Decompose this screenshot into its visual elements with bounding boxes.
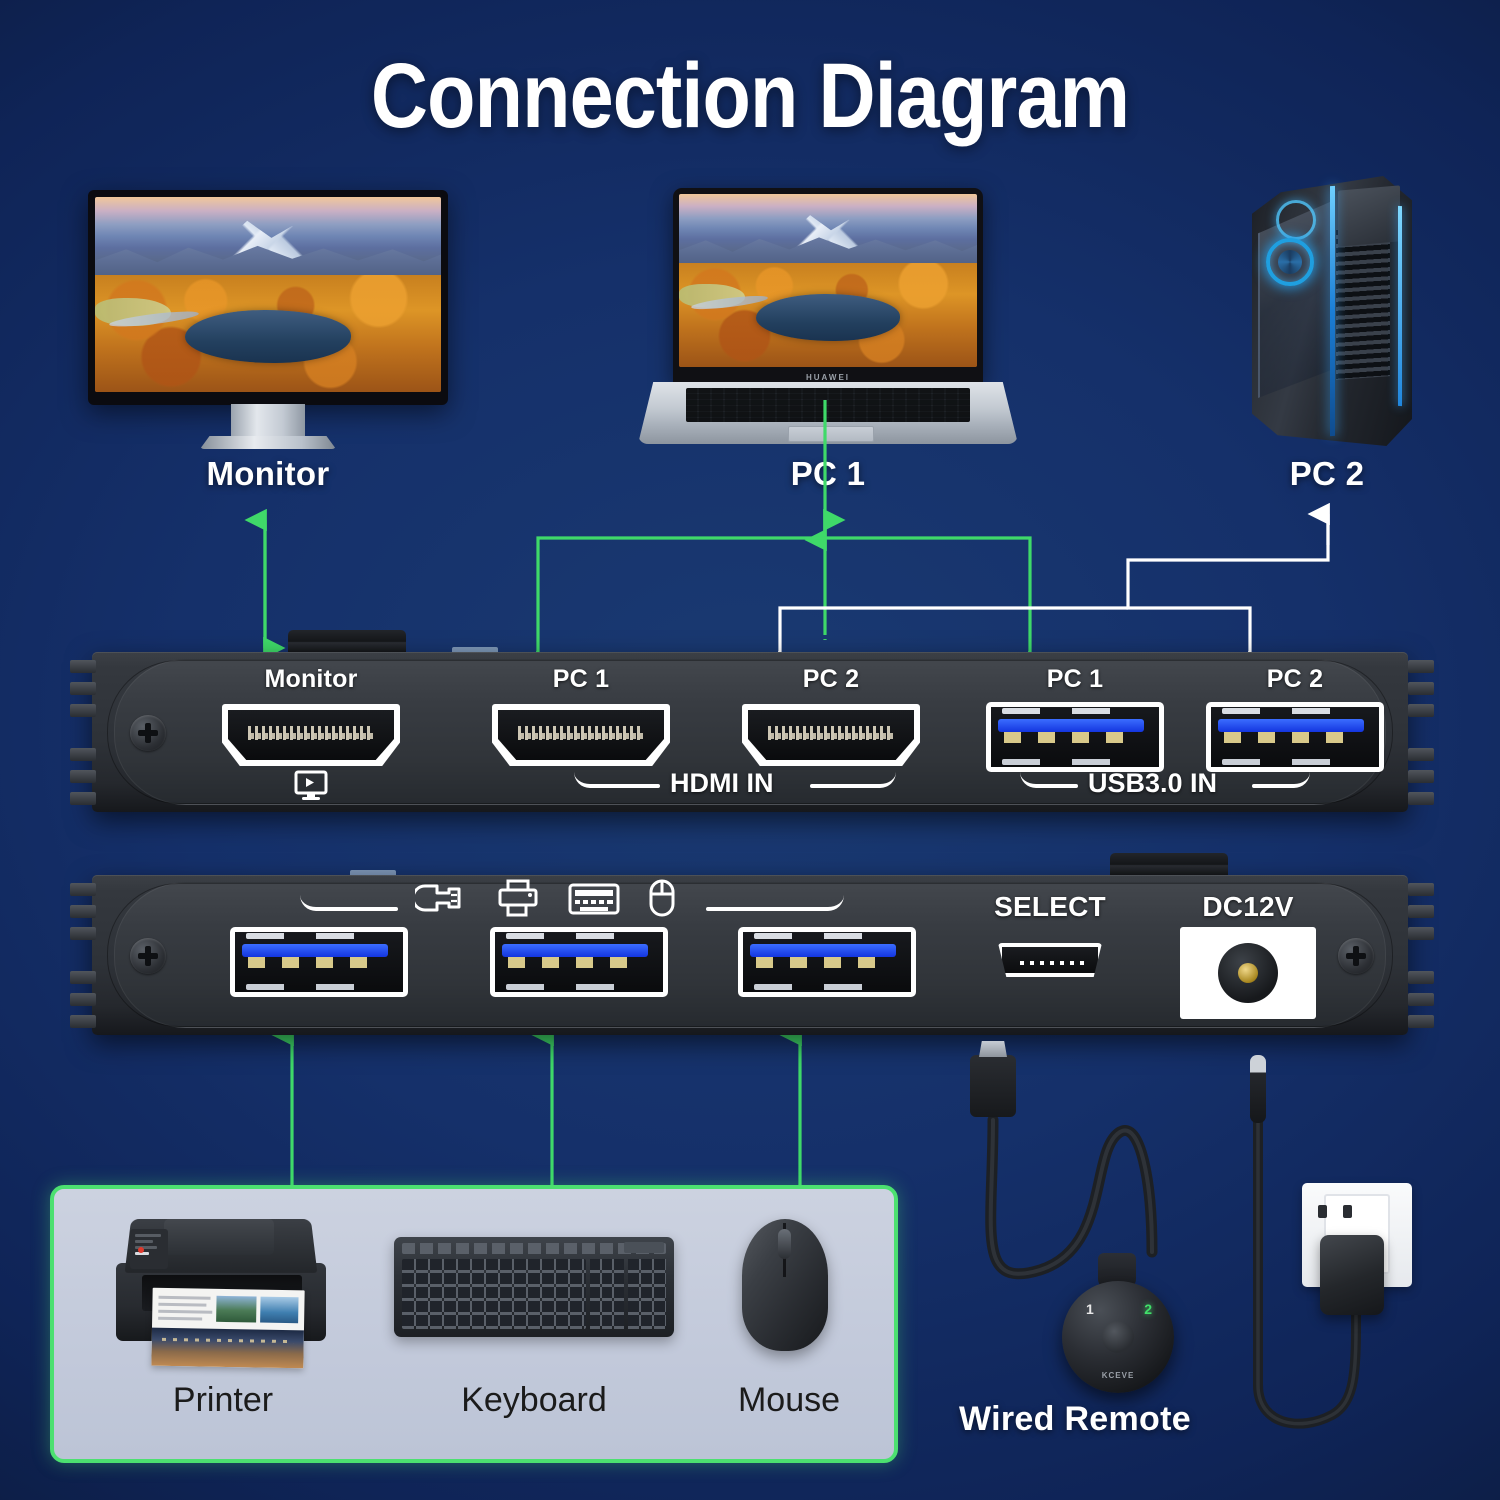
bracket-usb-right	[1280, 764, 1310, 788]
remote-center-button[interactable]	[1102, 1321, 1134, 1353]
tower-fan-rgb	[1266, 238, 1314, 286]
mouse-device	[742, 1219, 828, 1351]
device-label-pc2: PC 2	[1289, 455, 1365, 492]
peripheral-label-mouse: Mouse	[737, 1381, 841, 1419]
bracket-hdmi-right	[866, 764, 896, 788]
hdmi-port-pc2-in[interactable]	[742, 704, 920, 766]
group-label-usb3-in: USB3.0 IN	[1088, 768, 1218, 798]
bracket-peripheral-line-left	[328, 907, 398, 911]
hdmi-port-monitor-out[interactable]	[222, 704, 400, 766]
usb3-out-port-3[interactable]	[738, 927, 916, 997]
heatsink-fins-right-top	[1408, 660, 1434, 805]
device-label-pc1: PC 1	[790, 455, 866, 492]
bracket-usb-line-left	[1048, 784, 1078, 788]
dc-barrel-plug	[1250, 1055, 1266, 1123]
pc1-laptop-device: HUAWEI	[638, 188, 1018, 458]
group-label-hdmi-in: HDMI IN	[670, 768, 774, 798]
chassis-tab-bottom	[350, 870, 396, 877]
wire-pc1-hdmi	[536, 400, 1051, 674]
remote-cable	[985, 1114, 1158, 1280]
wire-peripheral-usb	[271, 1023, 802, 1188]
pc2-tower-device	[1222, 176, 1432, 456]
chassis-bump-top	[288, 630, 406, 654]
mouse-icon	[648, 879, 676, 922]
usb3-out-port-2[interactable]	[490, 927, 668, 997]
laptop-wallpaper	[679, 194, 977, 367]
remote-brand-logo: KCEVE	[1101, 1371, 1135, 1380]
monitor-out-icon	[294, 770, 328, 805]
dc-power-jack[interactable]	[1180, 927, 1316, 1019]
bracket-peripheral-line-right	[706, 907, 816, 911]
kvm-rear-panel-top: Monitor PC 1 PC 2 PC 1 PC 2	[70, 630, 1434, 812]
keyboard-icon	[568, 883, 620, 920]
screw-left-bottom	[130, 938, 166, 974]
kvm-rear-panel-bottom: SELECT DC12V	[70, 853, 1434, 1035]
remote-micro-usb-plug	[970, 1041, 1016, 1117]
usb3-port-pc2-in[interactable]	[1206, 702, 1384, 772]
bracket-usb-line-right	[1252, 784, 1282, 788]
remote-button-label-1: 1	[1086, 1301, 1094, 1317]
page-title: Connection Diagram	[370, 45, 1130, 147]
bracket-peripheral-left	[300, 887, 330, 911]
port-label-hdmi-pc1: PC 1	[552, 665, 610, 693]
monitor-wallpaper	[95, 197, 441, 392]
port-label-usb-pc2: PC 2	[1266, 665, 1324, 693]
laptop-trackpad	[788, 426, 874, 442]
port-label-usb-pc1: PC 1	[1046, 665, 1104, 693]
bracket-usb-left	[1020, 764, 1050, 788]
hdmi-port-pc1-in[interactable]	[492, 704, 670, 766]
printer-device	[116, 1217, 326, 1369]
remote-puck[interactable]: 1 2 KCEVE	[1062, 1281, 1174, 1393]
bracket-peripheral-right	[814, 887, 844, 911]
chassis-bump-bottom	[1110, 853, 1228, 877]
bracket-hdmi-line-right	[810, 784, 868, 788]
peripheral-label-printer: Printer	[172, 1381, 274, 1419]
laptop-keyboard	[686, 388, 970, 422]
usb-plug-icon	[411, 883, 461, 918]
wire-pc2	[778, 502, 1330, 674]
heatsink-fins-left-top	[70, 660, 96, 805]
peripherals-panel: Printer Keyboard Mouse	[50, 1185, 898, 1463]
remote-button-label-2: 2	[1144, 1301, 1152, 1317]
power-adapter-brick	[1320, 1235, 1384, 1315]
laptop-screen: HUAWEI	[673, 188, 983, 384]
heatsink-fins-right-bottom	[1408, 883, 1434, 1028]
printer-icon	[498, 879, 538, 922]
screw-left-top	[130, 715, 166, 751]
monitor-stand	[231, 404, 305, 440]
monitor-screen	[88, 190, 448, 405]
chassis-tab-top	[452, 647, 498, 654]
screw-right-bottom	[1338, 938, 1374, 974]
keyboard-device	[394, 1237, 674, 1337]
port-label-hdmi-monitor: Monitor	[264, 665, 358, 693]
monitor-base	[200, 436, 336, 449]
micro-usb-select-port[interactable]	[998, 943, 1102, 977]
device-label-monitor: Monitor	[206, 455, 330, 492]
monitor-device	[88, 190, 448, 449]
port-label-dc12v: DC12V	[1202, 891, 1294, 922]
peripheral-label-keyboard: Keyboard	[461, 1381, 607, 1419]
wired-remote-device: 1 2 KCEVE	[950, 1041, 1190, 1395]
printed-page	[151, 1287, 305, 1369]
usb3-port-pc1-in[interactable]	[986, 702, 1164, 772]
bracket-hdmi-left	[574, 764, 604, 788]
heatsink-fins-left-bottom	[70, 883, 96, 1028]
usb3-out-port-1[interactable]	[230, 927, 408, 997]
accessory-label-wired-remote: Wired Remote	[959, 1400, 1191, 1438]
bracket-hdmi-line-left	[602, 784, 660, 788]
port-label-hdmi-pc2: PC 2	[802, 665, 860, 693]
power-adapter-assembly	[1240, 1055, 1470, 1405]
power-cable	[1253, 1115, 1361, 1429]
port-label-select: SELECT	[994, 891, 1106, 922]
laptop-brand-logo: HUAWEI	[806, 373, 850, 382]
